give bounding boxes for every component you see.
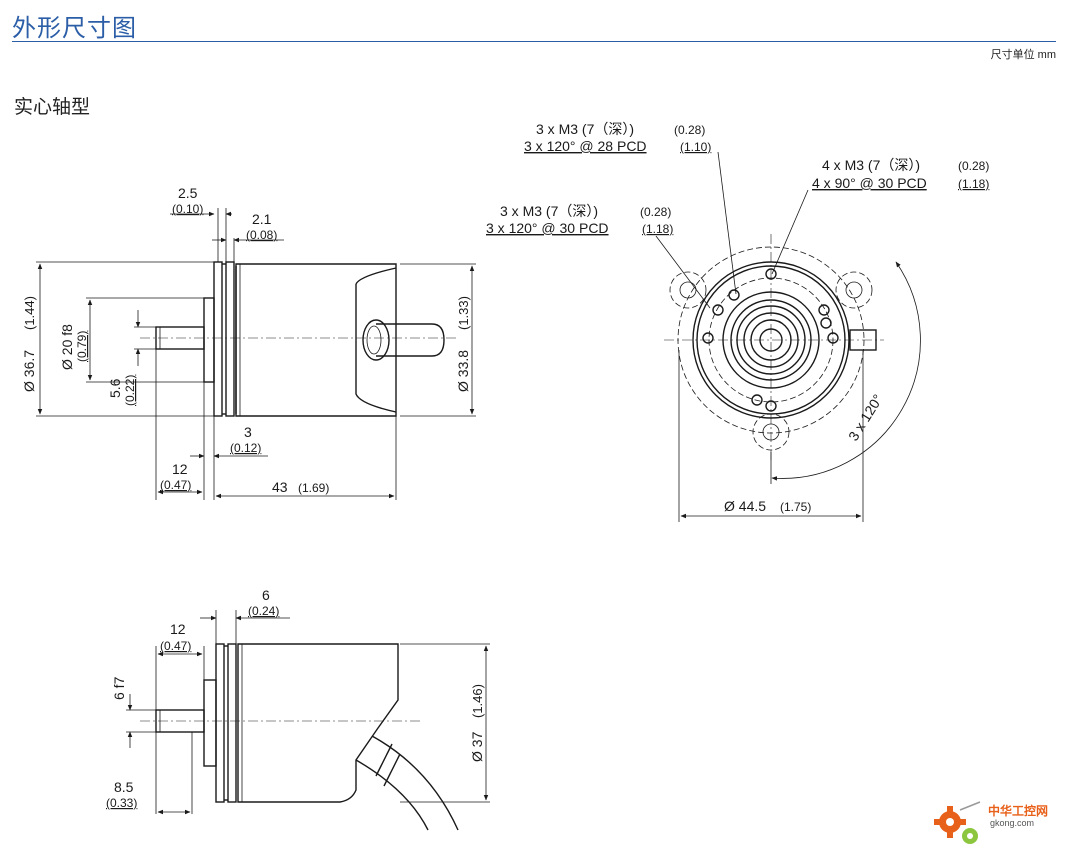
logo-name: 中华工控网 [988, 804, 1049, 818]
pilot-diameter [203, 679, 217, 767]
callout-a: 3 x M3 (7（深）) [536, 121, 634, 137]
dim-shaft-len-in: (0.47) [160, 478, 191, 492]
callout-b2-in: (1.18) [642, 222, 673, 236]
dim-flange-thick-in: (0.10) [172, 202, 203, 216]
mounting-flange [213, 261, 223, 417]
side-view-cable-exit: 6 (0.24) 12 (0.47) 6 f7 Ø 37 (1.46) 8.5 … [106, 587, 490, 831]
dim-shaft-len-2-in: (0.47) [160, 639, 191, 653]
front-view: 3 x M3 (7（深）) (0.28) 3 x 120° @ 28 PCD (… [486, 121, 989, 522]
dim-rear-dia-in: (1.33) [456, 296, 471, 330]
dim-pilot-len: 3 [244, 424, 252, 440]
pilot-diameter [203, 297, 215, 383]
dim-gap-2: 6 [262, 587, 270, 603]
dim-flange-thick: 2.5 [178, 185, 198, 201]
callout-c2: 4 x 90° @ 30 PCD [812, 175, 927, 191]
dim-shaft-tip-in: (0.33) [106, 796, 137, 810]
dim-body-len-in: (1.69) [298, 481, 329, 495]
callout-c2-in: (1.18) [958, 177, 989, 191]
encoder-housing [235, 263, 397, 417]
dim-body-len: 43 [272, 479, 288, 495]
callout-b-in: (0.28) [640, 205, 671, 219]
tapped-hole [818, 304, 830, 316]
dim-body-dia-2-in: (1.46) [470, 684, 485, 718]
callout-c: 4 x M3 (7（深）) [822, 157, 920, 173]
tapped-hole [712, 304, 724, 316]
dim-flat-in: (0.22) [123, 375, 137, 406]
dim-outer-dia: Ø 44.5 [724, 498, 766, 514]
callout-b: 3 x M3 (7（深）) [500, 203, 598, 219]
dim-body-dia-2: Ø 37 [469, 731, 485, 762]
dim-pilot-len-in: (0.12) [230, 441, 261, 455]
side-view-solid-shaft: 2.5 (0.10) 2.1 (0.08) Ø 36.7 (1.44) Ø 20… [21, 185, 476, 500]
dim-gap-in: (0.08) [246, 228, 277, 242]
encoder-housing [237, 643, 399, 803]
callout-a2-in: (1.10) [680, 140, 711, 154]
flange-outline [692, 261, 850, 419]
watermark-logo: 中华工控网 gkong.com [930, 800, 1060, 850]
dim-body-dia: Ø 36.7 [21, 350, 37, 392]
dim-shaft-dia-2: 6 f7 [111, 676, 127, 700]
logo-domain: gkong.com [990, 818, 1035, 828]
dim-rear-dia: Ø 33.8 [455, 350, 471, 392]
title-divider [12, 41, 1056, 42]
tapped-hole [702, 332, 714, 344]
dim-body-dia-in: (1.44) [22, 296, 37, 330]
dim-shaft-len: 12 [172, 461, 188, 477]
dim-angle: 3 x 120° [845, 391, 886, 443]
dim-outer-dia-in: (1.75) [780, 500, 811, 514]
callout-a-in: (0.28) [674, 123, 705, 137]
tapped-hole [751, 394, 763, 406]
tapped-hole [728, 289, 740, 301]
tapped-hole [820, 317, 832, 329]
section-title: 实心轴型 [14, 97, 91, 118]
unit-note: 尺寸单位 mm [990, 49, 1056, 61]
dim-shaft-len-2: 12 [170, 621, 186, 637]
dim-pilot-dia-in: (0.79) [75, 331, 89, 362]
dim-shaft-tip: 8.5 [114, 779, 134, 795]
dim-gap: 2.1 [252, 211, 272, 227]
callout-b2: 3 x 120° @ 30 PCD [486, 220, 609, 236]
cable [371, 735, 459, 831]
callout-c-in: (0.28) [958, 159, 989, 173]
dim-flat: 5.6 [107, 378, 123, 398]
gear-icon [934, 801, 981, 844]
page-title: 外形尺寸图 [12, 15, 137, 42]
dim-pilot-dia: Ø 20 f8 [59, 324, 75, 370]
dim-gap-2-in: (0.24) [248, 604, 279, 618]
callout-a2: 3 x 120° @ 28 PCD [524, 138, 647, 154]
mounting-flange [215, 643, 225, 803]
